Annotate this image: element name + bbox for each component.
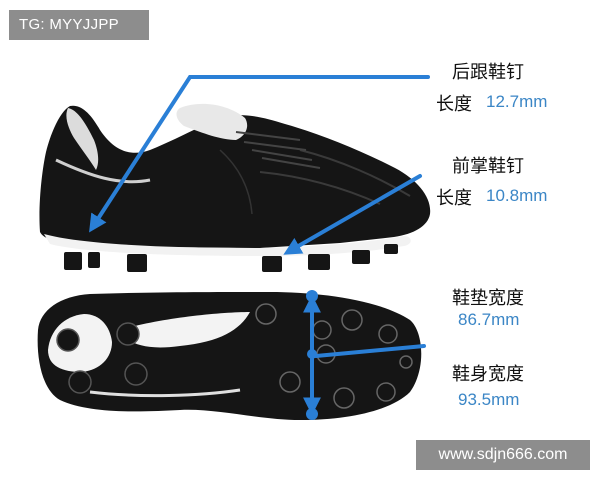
- heel-stud-length-value: 12.7mm: [486, 92, 548, 111]
- forefoot-stud-length-value: 10.8mm: [486, 186, 548, 205]
- heel-stud-pointer: [89, 75, 430, 233]
- cushion-width-title: 鞋垫宽度: [452, 288, 524, 309]
- body-width-title: 鞋身宽度: [452, 364, 524, 385]
- forefoot-stud-pointer: [283, 174, 422, 255]
- boot-sole-view: [37, 292, 422, 420]
- heel-stud-length-label: 长度: [436, 94, 472, 115]
- forefoot-stud-length-label: 长度: [436, 188, 472, 209]
- boot-side-view: [39, 103, 431, 272]
- cushion-width-value: 86.7mm: [458, 310, 520, 329]
- website-watermark: www.sdjn666.com: [416, 440, 590, 470]
- forefoot-stud-title: 前掌鞋钉: [452, 156, 524, 177]
- telegram-watermark: TG: MYYJJPP: [9, 10, 149, 40]
- heel-stud-title: 后跟鞋钉: [452, 62, 524, 83]
- body-width-value: 93.5mm: [458, 390, 520, 409]
- width-pointer: [314, 344, 426, 358]
